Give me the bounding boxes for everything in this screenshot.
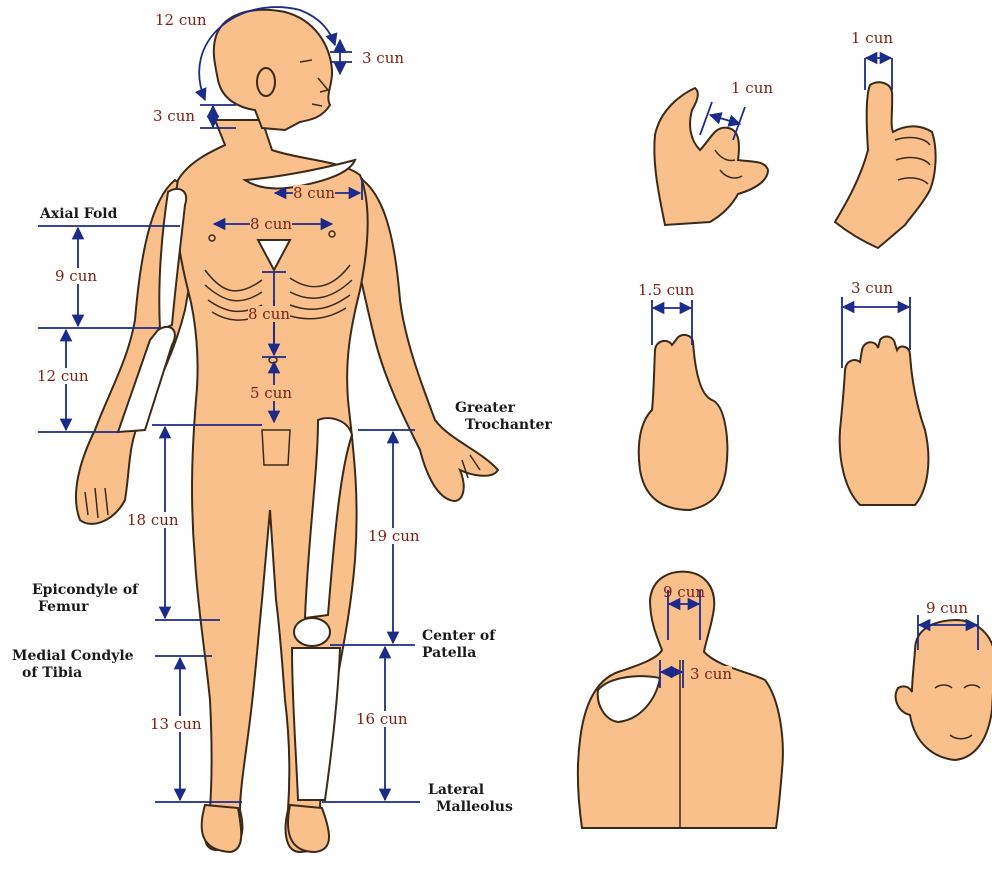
greater-trochanter-line2: Trochanter	[455, 417, 552, 434]
lateral-malleolus-label: Lateral Malleolus	[428, 782, 513, 816]
epicondyle-line1: Epicondyle of	[32, 582, 138, 599]
mastoid-label: 9 cun	[663, 584, 705, 600]
hand-thumb	[835, 58, 936, 248]
medial-condyle-line2: of Tibia	[12, 665, 134, 682]
head	[214, 10, 332, 130]
axial-fold-label: Axial Fold	[40, 206, 117, 223]
body-figure	[76, 10, 498, 852]
hand-four-fingers	[840, 297, 929, 505]
xiphoid-umbilicus-label: 8 cun	[248, 306, 290, 322]
head-arc-label: 12 cun	[155, 12, 207, 28]
lower-leg-medial-label: 13 cun	[150, 716, 202, 732]
thigh-lateral-label: 19 cun	[368, 528, 420, 544]
ear	[257, 68, 275, 96]
shoulder-label: 3 cun	[690, 666, 732, 682]
nipples-label: 8 cun	[250, 216, 292, 232]
epicondyle-line2: Femur	[32, 599, 138, 616]
medial-condyle-label: Medial Condyle of Tibia	[12, 648, 134, 682]
four-fingers-label: 3 cun	[851, 280, 893, 296]
face-label: 9 cun	[926, 600, 968, 616]
thumb-label: 1 cun	[851, 30, 893, 46]
neck-label: 3 cun	[153, 108, 195, 124]
middle-finger-label: 1 cun	[731, 80, 773, 96]
back-figure	[578, 572, 783, 828]
center-patella-line2: Patella	[422, 645, 495, 662]
lateral-malleolus-line1: Lateral	[428, 782, 513, 799]
patella	[294, 618, 330, 646]
upper-arm-label: 9 cun	[55, 268, 97, 284]
medial-condyle-line1: Medial Condyle	[12, 648, 134, 665]
tibia	[292, 648, 340, 800]
lower-leg-lateral-label: 16 cun	[356, 711, 408, 727]
hand-two-fingers	[639, 300, 728, 510]
two-fingers-label: 1.5 cun	[638, 282, 694, 298]
clavicle-label: 8 cun	[293, 185, 335, 201]
greater-trochanter-line1: Greater	[455, 400, 552, 417]
umbilicus-pubis-label: 5 cun	[250, 385, 292, 401]
thigh-medial-label: 18 cun	[127, 512, 179, 528]
center-patella-line1: Center of	[422, 628, 495, 645]
forearm-label: 12 cun	[37, 368, 89, 384]
center-patella-label: Center of Patella	[422, 628, 495, 662]
forehead-label: 3 cun	[362, 50, 404, 66]
hand-middle-finger	[654, 88, 768, 225]
greater-trochanter-label: Greater Trochanter	[455, 400, 552, 434]
epicondyle-femur-label: Epicondyle of Femur	[32, 582, 138, 616]
lateral-malleolus-line2: Malleolus	[428, 799, 513, 816]
face-figure	[896, 615, 992, 760]
